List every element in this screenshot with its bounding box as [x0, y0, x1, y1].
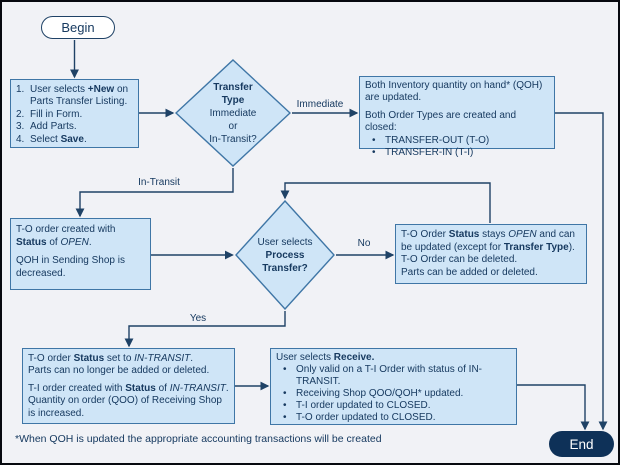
- text-line: Both Order Types are created and closed:: [365, 110, 549, 135]
- line-text: TRANSFER-OUT (T-O): [385, 134, 490, 146]
- text-line: QOH in Sending Shop is decreased.: [16, 254, 145, 280]
- text-line: T-O order Status set to IN-TRANSIT.: [28, 353, 229, 365]
- edge-process-transfer-to-intransit-box: [124, 311, 286, 348]
- line-text: Parts can be added or deleted.: [401, 266, 538, 278]
- line-text: T-O Order can be deleted.: [401, 254, 518, 266]
- line-text: T-O order Status set to IN-TRANSIT.: [28, 353, 194, 364]
- line-text: Process: [265, 249, 305, 261]
- diamond-shape: [235, 200, 335, 310]
- end-node: End: [549, 431, 614, 457]
- line-text: or: [228, 120, 238, 132]
- steps-box: 1. User selects +New on Parts Transfer Li…: [10, 79, 139, 148]
- end-label: End: [569, 436, 594, 452]
- line-text: Select Save.: [30, 133, 87, 145]
- edge-label-in-transit: In-Transit: [138, 177, 180, 188]
- edge-transfer-type-to-open-box: [75, 168, 234, 218]
- text-line: 3. Add Parts.: [16, 121, 133, 133]
- edge-immediate-box-to-end: [555, 112, 608, 431]
- list-marker: •: [372, 134, 376, 146]
- text-line: Parts can no longer be added or deleted.: [28, 365, 229, 377]
- line-text: Both Order Types are created and closed:: [365, 109, 517, 134]
- text-line: Process: [266, 249, 305, 262]
- line-text: Transfer: [213, 81, 253, 93]
- no-result-box: T-O Order Status stays OPEN and can be u…: [395, 224, 587, 284]
- list-marker: 2.: [16, 108, 25, 120]
- line-text: QOH in Sending Shop is decreased.: [16, 255, 125, 279]
- text-line: • T-I order updated to CLOSED.: [276, 400, 511, 412]
- in-transit-status-box: T-O order Status set to IN-TRANSIT.Parts…: [22, 348, 235, 424]
- list-marker: 3.: [16, 121, 25, 133]
- line-text: Parts can no longer be added or deleted.: [28, 365, 210, 377]
- text-line: • TRANSFER-OUT (T-O): [365, 135, 549, 147]
- text-line: • Only valid on a T-I Order with status o…: [276, 364, 511, 388]
- text-line: Quantity on order (QOO) of Receiving Sho…: [28, 395, 229, 420]
- begin-node: Begin: [41, 16, 115, 39]
- line-text: T-O order updated to CLOSED.: [296, 412, 436, 424]
- list-marker: •: [283, 364, 287, 376]
- text-line: • T-O order updated to CLOSED.: [276, 412, 511, 424]
- text-line: Parts can be added or deleted.: [401, 267, 581, 280]
- list-marker: •: [283, 388, 287, 400]
- text-line: T-O order created with Status of OPEN.: [16, 223, 145, 249]
- edge-no-box-back-to-process-transfer: [280, 182, 491, 223]
- text-line: User selects: [257, 236, 312, 249]
- text-line: Type: [222, 94, 245, 107]
- line-text: Only valid on a T-I Order with status of…: [296, 364, 482, 388]
- open-status-box: T-O order created with Status of OPEN. QO…: [10, 218, 151, 290]
- line-text: T-I order created with Status of IN-TRAN…: [28, 382, 229, 394]
- list-marker: 4.: [16, 133, 25, 145]
- text-line: Transfer: [213, 81, 252, 94]
- text-line: Transfer?: [262, 262, 308, 275]
- text-line: Both Inventory quantity on hand* (QOH) a…: [365, 80, 549, 105]
- begin-label: Begin: [61, 20, 95, 35]
- line-text: T-O Order Status stays OPEN and can be u…: [401, 229, 575, 253]
- edge-receive-box-to-end: [517, 384, 590, 431]
- text-line: 2. Fill in Form.: [16, 109, 133, 121]
- line-text: TRANSFER-IN (T-I): [385, 147, 474, 159]
- line-text: Fill in Form.: [30, 108, 83, 120]
- line-text: Immediate: [209, 107, 257, 119]
- list-marker: •: [372, 147, 376, 159]
- list-marker: •: [283, 412, 287, 424]
- immediate-result-box: Both Inventory quantity on hand* (QOH) a…: [359, 76, 555, 158]
- line-text: T-I order updated to CLOSED.: [296, 400, 431, 412]
- line-text: User selects: [257, 236, 313, 248]
- diamond-shape: [175, 59, 291, 167]
- line-text: T-O order created with Status of OPEN.: [16, 224, 116, 248]
- text-line: User selects Receive.: [276, 352, 511, 364]
- line-text: Both Inventory quantity on hand* (QOH) a…: [365, 80, 543, 104]
- text-line: In-Transit?: [209, 133, 256, 146]
- list-marker: •: [283, 400, 287, 412]
- text-line: • Receiving Shop QOO/QOH* updated.: [276, 388, 511, 400]
- line-text: User selects +New on Parts Transfer List…: [30, 84, 129, 108]
- text-line: • TRANSFER-IN (T-I): [365, 147, 549, 159]
- line-text: Type: [221, 94, 245, 106]
- line-text: Transfer?: [262, 262, 308, 274]
- edge-label-no: No: [357, 238, 371, 249]
- edge-label-immediate: Immediate: [296, 99, 344, 110]
- list-marker: 1.: [16, 84, 25, 95]
- line-text: Quantity on order (QOO) of Receiving Sho…: [28, 395, 222, 419]
- text-line: 4. Select Save.: [16, 134, 133, 146]
- receive-box: User selects Receive.•Only valid on a T-…: [270, 348, 517, 425]
- line-text: Receiving Shop QOO/QOH* updated.: [296, 388, 464, 400]
- edge-label-yes: Yes: [189, 313, 207, 324]
- text-line: Immediate: [210, 107, 257, 120]
- footnote: *When QOH is updated the appropriate acc…: [15, 433, 382, 445]
- line-text: User selects Receive.: [276, 352, 375, 363]
- text-line: T-I order created with Status of IN-TRAN…: [28, 383, 229, 395]
- text-line: 1. User selects +New on Parts Transfer Li…: [16, 84, 133, 109]
- line-text: Add Parts.: [30, 121, 77, 133]
- text-line: T-O Order Status stays OPEN and can be u…: [401, 229, 581, 254]
- text-line: T-O Order can be deleted.: [401, 254, 581, 267]
- line-text: In-Transit?: [209, 133, 257, 145]
- text-line: or: [229, 120, 238, 133]
